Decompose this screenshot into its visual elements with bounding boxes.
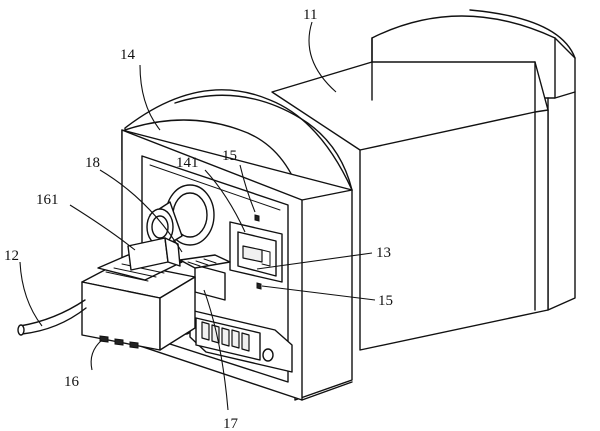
leader-12 <box>19 261 43 327</box>
leader-lines <box>19 21 376 411</box>
leader-17 <box>203 289 229 411</box>
leader-15b <box>261 285 376 301</box>
indicator-holes <box>254 214 262 290</box>
label-12: 12 <box>4 248 19 264</box>
label-15-bottom: 15 <box>378 293 393 309</box>
leader-18 <box>99 169 183 253</box>
label-17: 17 <box>223 416 239 431</box>
round-connector <box>146 184 215 249</box>
leader-141 <box>204 169 246 233</box>
label-11: 11 <box>303 7 317 23</box>
cable-plug <box>81 237 196 351</box>
label-14: 14 <box>120 47 136 63</box>
label-18: 18 <box>85 155 100 171</box>
label-161: 161 <box>36 192 59 208</box>
reference-numerals: 11 12 13 14 15 15 16 17 18 141 161 <box>4 7 393 431</box>
leader-11 <box>308 21 337 93</box>
leader-161 <box>69 204 136 251</box>
leader-13 <box>256 252 373 270</box>
label-13: 13 <box>376 245 391 261</box>
label-15-top: 15 <box>222 148 237 164</box>
label-16: 16 <box>64 374 80 390</box>
label-141: 141 <box>176 155 199 171</box>
cable <box>17 299 87 336</box>
motor-body <box>271 61 549 351</box>
leader-14 <box>139 64 161 131</box>
leader-16 <box>90 339 103 371</box>
leader-15a <box>239 164 256 213</box>
